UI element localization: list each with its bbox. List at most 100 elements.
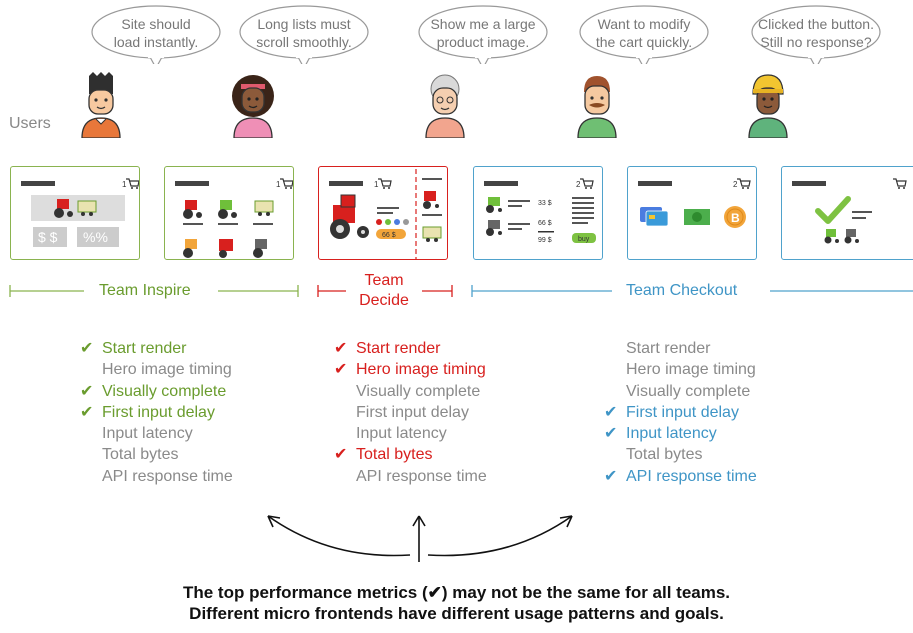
metric-label: Hero image timing bbox=[356, 361, 486, 379]
tractor-icon bbox=[183, 200, 202, 219]
metric-item: ✔ First input delay bbox=[604, 402, 757, 423]
tractor-icon bbox=[219, 239, 233, 258]
dollar-label: $ $ bbox=[38, 229, 58, 245]
speech-bubble-3: Show me a large product image. bbox=[417, 4, 549, 64]
metric-label: API response time bbox=[102, 467, 233, 485]
cart-count: 2 bbox=[733, 180, 738, 189]
tractor-icon bbox=[486, 220, 502, 236]
bubble-text-line2: product image. bbox=[436, 34, 530, 50]
tractor-icon bbox=[54, 199, 73, 218]
speech-bubble-5: Clicked the button. Still no response? bbox=[750, 4, 882, 64]
metric-label: Total bytes bbox=[102, 446, 179, 464]
metric-item: Input latency bbox=[334, 423, 487, 444]
metric-item: Hero image timing bbox=[604, 359, 757, 380]
checkmark-icon bbox=[815, 196, 851, 224]
bubble-text-line2: Still no response? bbox=[760, 34, 872, 50]
metric-label: First input delay bbox=[356, 403, 469, 421]
metric-label: Hero image timing bbox=[102, 361, 232, 379]
trailer-icon bbox=[77, 200, 97, 216]
metric-item: Start render bbox=[604, 338, 757, 359]
metric-label: API response time bbox=[356, 467, 487, 485]
metric-item: ✔First input delay bbox=[80, 402, 233, 423]
checkmark-icon: ✔ bbox=[334, 340, 348, 357]
cart-icon bbox=[893, 178, 907, 189]
bubble-text-line1: Want to modify bbox=[597, 16, 691, 32]
speech-bubble-2: Long lists must scroll smoothly. bbox=[238, 4, 370, 64]
tractor-icon bbox=[253, 239, 267, 258]
hero-tractor-image bbox=[330, 194, 369, 239]
bubble-text-line1: Long lists must bbox=[257, 16, 351, 32]
checkmark-icon: ✔ bbox=[334, 446, 348, 464]
trailer-icon bbox=[254, 200, 274, 216]
screen-checkout-cart: 2 33 $ 66 $ 99 $ buy bbox=[473, 166, 603, 260]
buy-button[interactable]: buy bbox=[578, 236, 590, 243]
line-price-2: 66 $ bbox=[538, 220, 552, 227]
line-price-1: 33 $ bbox=[538, 200, 552, 207]
metric-label: Input latency bbox=[102, 425, 193, 443]
cart-count: 1 bbox=[374, 180, 379, 189]
cart-icon bbox=[378, 178, 392, 189]
metric-label: First input delay bbox=[102, 403, 215, 421]
cart-icon bbox=[126, 178, 139, 189]
metric-label: Input latency bbox=[356, 425, 447, 443]
metric-label: First input delay bbox=[626, 403, 739, 421]
caption: The top performance metrics (✔) may not … bbox=[0, 582, 913, 624]
metric-item: Total bytes bbox=[604, 444, 757, 465]
speech-bubble-1: Site should load instantly. bbox=[90, 4, 222, 64]
bubble-text-line2: load instantly. bbox=[113, 34, 199, 50]
arrows bbox=[267, 515, 573, 562]
bitcoin-icon: B bbox=[724, 206, 746, 228]
speech-bubble-4: Want to modify the cart quickly. bbox=[578, 4, 710, 64]
users-label: Users bbox=[9, 115, 51, 132]
checkmark-icon: ✔ bbox=[334, 361, 348, 379]
tractor-icon bbox=[183, 239, 197, 258]
bubble-text-line1: Clicked the button. bbox=[758, 16, 874, 32]
metric-item: ✔Start render bbox=[80, 338, 233, 359]
screen-checkout-confirmation bbox=[781, 166, 913, 260]
caption-line1: The top performance metrics (✔) may not … bbox=[182, 583, 731, 602]
user-1-avatar bbox=[76, 72, 126, 139]
screen-checkout-payment: 2 B bbox=[627, 166, 757, 260]
cart-icon bbox=[280, 178, 293, 189]
cart-icon bbox=[580, 178, 594, 189]
bubble-text-line2: scroll smoothly. bbox=[256, 34, 352, 50]
bubble-text-line2: the cart quickly. bbox=[595, 34, 693, 50]
metric-item: ✔Input latency bbox=[604, 423, 757, 444]
metric-label: Visually complete bbox=[356, 382, 481, 400]
checkmark-icon: ✔ bbox=[80, 382, 94, 400]
tractor-icon bbox=[423, 191, 439, 209]
metric-label: API response time bbox=[626, 467, 757, 485]
user-2-avatar bbox=[228, 72, 278, 139]
metric-label: Input latency bbox=[626, 425, 717, 443]
checkmark-icon: ✔ bbox=[604, 403, 618, 421]
bubble-text-line1: Site should bbox=[121, 16, 191, 32]
screen-decide-product: 1 66 $ bbox=[318, 166, 448, 260]
metric-item: Visually complete bbox=[334, 381, 487, 402]
total-price: 99 $ bbox=[538, 237, 552, 244]
cash-icon bbox=[684, 209, 710, 225]
svg-text:B: B bbox=[731, 211, 740, 225]
tractor-icon bbox=[844, 229, 859, 244]
metric-item: ✔Total bytes bbox=[334, 444, 487, 465]
cart-icon bbox=[737, 178, 751, 189]
metric-label: Start render bbox=[626, 340, 711, 357]
metric-item: Input latency bbox=[80, 423, 233, 444]
metric-item: ✔ Start render bbox=[334, 338, 487, 359]
metric-item: First input delay bbox=[334, 402, 487, 423]
metric-item: ✔Visually complete bbox=[80, 381, 233, 402]
user-3-avatar bbox=[420, 72, 470, 139]
screen-inspire-home: 1 $ $ %% bbox=[10, 166, 140, 260]
team-checkout-label: Team Checkout bbox=[626, 282, 738, 299]
team-decide-line1: Team bbox=[364, 272, 404, 289]
metric-label: Start render bbox=[356, 340, 441, 357]
cart-count: 1 bbox=[276, 180, 281, 189]
checkmark-icon: ✔ bbox=[80, 340, 94, 357]
trailer-icon bbox=[422, 226, 442, 242]
user-4-avatar bbox=[572, 72, 622, 139]
cart-count: 1 bbox=[122, 180, 127, 189]
metric-item: ✔API response time bbox=[604, 466, 757, 487]
bubble-text-line1: Show me a large bbox=[430, 16, 536, 32]
